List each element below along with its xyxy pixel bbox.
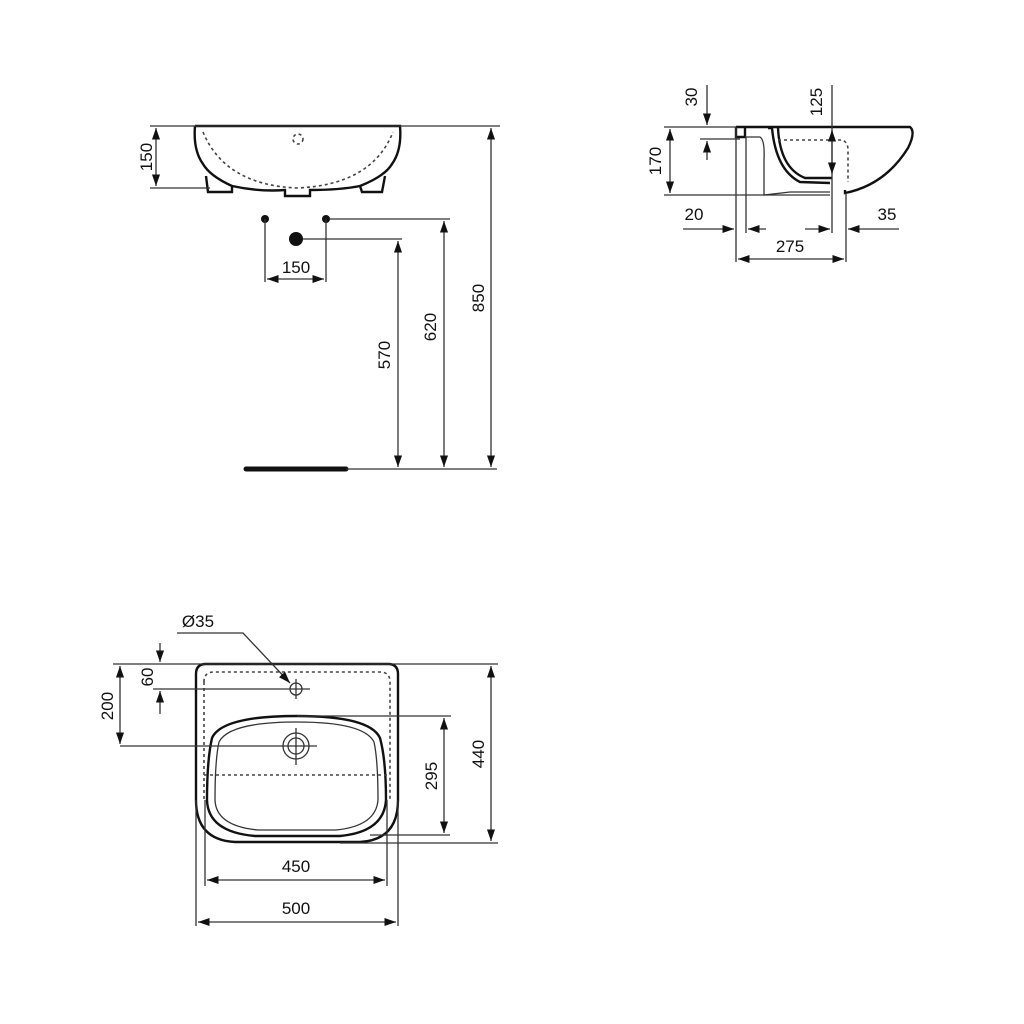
bowl-plan-outline: [205, 714, 388, 838]
dim-tap-hole-diameter: Ø35: [182, 612, 214, 631]
bowl-hidden-line: [202, 131, 394, 189]
dim-rim-height: 850: [469, 284, 488, 312]
dim-projection: 275: [776, 237, 804, 256]
basin-side-outline: [734, 125, 914, 195]
dim-tap-hole-offset: 60: [138, 668, 157, 687]
dim-overall-width: 500: [282, 899, 310, 918]
dim-basin-height: 150: [137, 143, 156, 171]
dim-waste-offset-plan: 200: [98, 692, 117, 720]
dim-supply-height: 620: [421, 313, 440, 341]
dim-bowl-depth-plan: 295: [422, 762, 441, 790]
dim-bowl-width: 450: [282, 857, 310, 876]
basin-front-outline: [193, 124, 402, 194]
dim-waste-offset: 35: [878, 205, 897, 224]
overflow-icon: [292, 133, 304, 145]
dim-overflow-offset: 30: [682, 88, 701, 107]
dim-tap-spacing: 150: [282, 258, 310, 277]
dim-overall-depth: 440: [469, 740, 488, 768]
plan-view: Ø35 60 200 295 440 450 500: [98, 612, 498, 927]
front-view: 150 150 570 620 850: [137, 124, 500, 472]
dim-side-height: 170: [646, 147, 665, 175]
side-view: 170 30 125 20 35 275: [646, 85, 914, 264]
dim-wall-gap: 20: [685, 205, 704, 224]
dim-bowl-depth: 125: [807, 88, 826, 116]
waste-point: [289, 232, 303, 246]
basin-plan-outline: [194, 662, 400, 844]
dim-waste-height: 570: [375, 341, 394, 369]
